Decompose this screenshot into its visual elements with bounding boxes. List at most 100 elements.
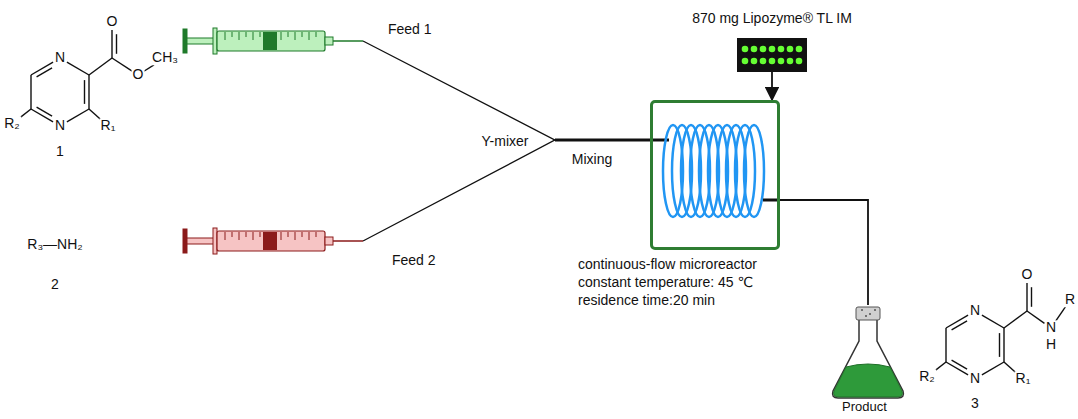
scale-tick (267, 32, 268, 40)
bond-line (88, 75, 89, 109)
reagent-formula: R₃—NH₂ (26, 237, 83, 252)
stopper-dot (869, 313, 871, 315)
enzyme-bead (769, 46, 776, 53)
bond-line (945, 328, 946, 362)
atom-label: O (106, 14, 119, 29)
flow-microreactor-drawing (653, 103, 783, 253)
flow-microreactor: continuous-flow microreactorconstant tem… (650, 100, 780, 250)
scale-tick (260, 232, 261, 237)
scale-tick (281, 32, 282, 40)
substituent-label: R₁ (1015, 371, 1032, 386)
bond-line (1026, 283, 1027, 311)
scale-tick (232, 32, 233, 37)
bond-line (999, 333, 1000, 357)
scale-tick (316, 232, 317, 237)
atom-label: N (54, 50, 66, 65)
substituent-label: R₁ (100, 118, 117, 133)
flask-stopper (856, 307, 880, 320)
compound-number: 3 (970, 396, 980, 411)
reactor-condition: residence time:20 min (578, 292, 715, 308)
feed-syringe: Feed 1 (183, 28, 363, 54)
feed-syringe-drawing (183, 28, 363, 54)
substituent-label: R₂ (918, 369, 936, 384)
flow-line (780, 200, 868, 305)
syringe-tip (325, 237, 333, 245)
atom-label: N (54, 118, 66, 133)
stopper-dot (874, 309, 876, 311)
enzyme-cartridge-drawing (737, 38, 807, 72)
reactor-condition: continuous-flow microreactor (578, 256, 757, 272)
chemical-structures (19, 30, 1066, 375)
mixing-label: Mixing (571, 152, 613, 167)
scale-tick (288, 32, 289, 37)
bond-line (67, 109, 89, 122)
enzyme-bead (751, 58, 758, 65)
syringe-needle (333, 240, 363, 242)
bond-line (1003, 328, 1004, 362)
scale-tick (225, 232, 226, 240)
compound-number: 1 (55, 144, 65, 159)
bond-line (952, 360, 967, 369)
product-label: Product (842, 400, 887, 415)
enzyme-bead (787, 46, 794, 53)
scale-tick (316, 32, 317, 37)
enzyme-bead (760, 46, 767, 53)
barrel-flange (213, 228, 217, 254)
scale-tick (239, 32, 240, 40)
scale-tick (274, 32, 275, 37)
scale-tick (225, 32, 226, 40)
barrel-flange (213, 28, 217, 54)
enzyme-bead (787, 58, 794, 65)
bond-line (1004, 311, 1027, 328)
scale-tick (295, 32, 296, 40)
plunger-seal (263, 232, 277, 250)
bond-line (111, 30, 112, 58)
scale-tick (260, 32, 261, 37)
enzyme-bead (778, 46, 785, 53)
flask-body (833, 319, 904, 398)
atom-label: H (1045, 337, 1057, 352)
flask-liquid (834, 364, 903, 397)
enzyme-bead (760, 58, 767, 65)
atom-label: N (1045, 320, 1057, 335)
scale-tick (281, 232, 282, 240)
atom-label: O (1021, 267, 1034, 282)
bond-line (1027, 311, 1044, 323)
reactor-condition: constant temperature: 45 ℃ (578, 274, 753, 290)
flow-arrow (771, 72, 773, 100)
plunger-thumb (183, 29, 187, 53)
bond-line (144, 65, 154, 71)
stopper-dot (865, 315, 867, 317)
bond-line (1055, 306, 1066, 322)
mixer-label: Y-mixer (481, 134, 530, 149)
scale-tick (274, 232, 275, 237)
feed-label: Feed 2 (392, 252, 436, 268)
atom-label: N (969, 371, 981, 386)
atom-label: N (969, 303, 981, 318)
product-flask-drawing (828, 305, 908, 400)
enzyme-bead (751, 46, 758, 53)
scale-tick (232, 232, 233, 237)
scale-tick (288, 232, 289, 237)
scale-tick (253, 232, 254, 240)
feed-syringe-drawing (183, 228, 363, 254)
scale-tick (309, 32, 310, 40)
scale-tick (253, 32, 254, 40)
substituent-label: R₂ (3, 116, 21, 131)
bond-line (89, 58, 112, 75)
scale-tick (302, 32, 303, 37)
scale-tick (309, 232, 310, 240)
scale-tick (246, 32, 247, 37)
bond-line (934, 362, 946, 371)
plunger-seal (263, 32, 277, 50)
enzyme-bead (742, 58, 749, 65)
enzyme-bead (742, 46, 749, 53)
syringe-tip (325, 37, 333, 45)
enzyme-label: 870 mg Lipozyme® TL IM (692, 10, 852, 26)
plunger-thumb (183, 229, 187, 253)
bond-line (67, 62, 89, 75)
bond-line (952, 321, 967, 330)
scale-tick (267, 232, 268, 240)
bond-line (1031, 287, 1032, 307)
syringe-barrel (217, 31, 325, 51)
